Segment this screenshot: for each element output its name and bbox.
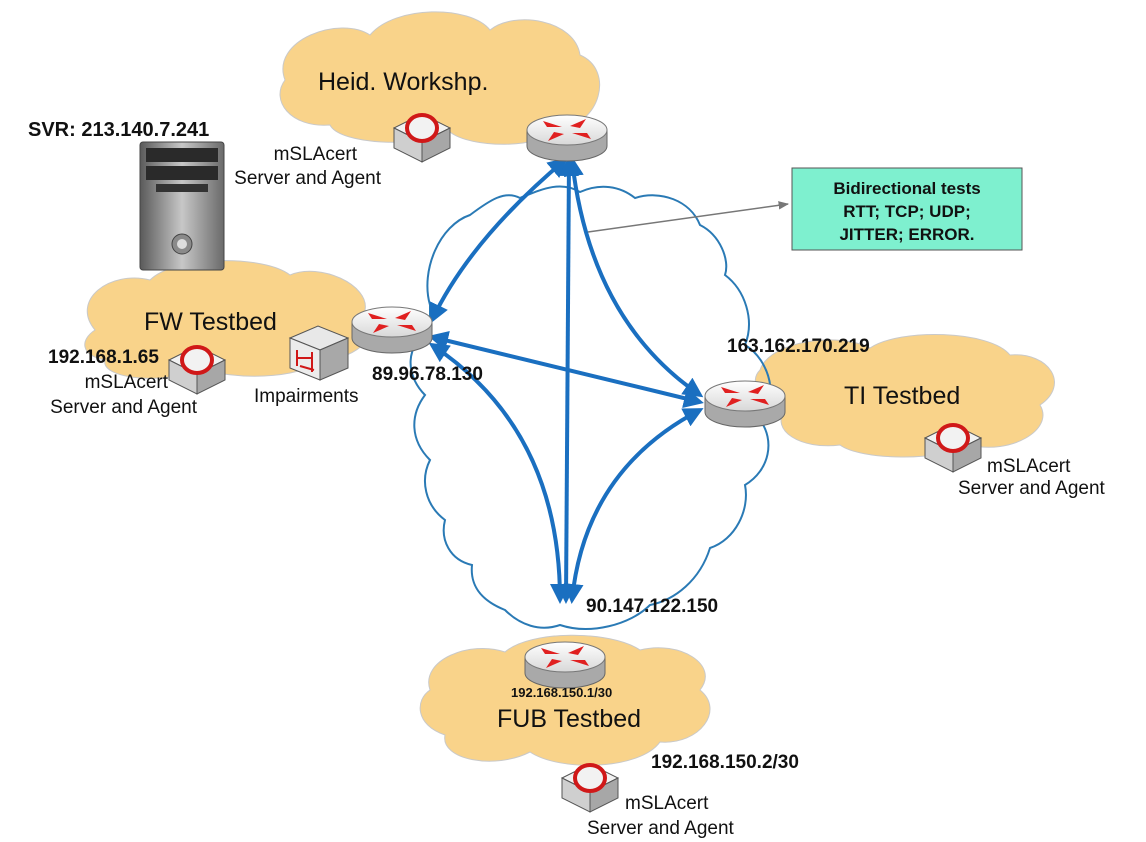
- fub-agent-line-2: Server and Agent: [587, 818, 735, 839]
- test-links: [428, 156, 704, 604]
- callout-line-2: RTT; TCP; UDP;: [843, 202, 970, 221]
- callout-line-3: JITTER; ERROR.: [839, 225, 974, 244]
- fub-router-ip: 90.147.122.150: [586, 596, 718, 617]
- cloud-ti-testbed: [754, 333, 1055, 458]
- server-label: SVR: 213.140.7.241: [28, 119, 209, 141]
- callout-line-1: Bidirectional tests: [833, 179, 980, 198]
- link-heid-fw: [429, 157, 569, 324]
- link-heid-fub: [556, 156, 579, 604]
- ti-agent-line-2: Server and Agent: [958, 478, 1106, 499]
- ti-title: TI Testbed: [844, 382, 960, 410]
- heidelberg-agent-line-1: mSLAcert: [274, 144, 358, 165]
- impairments-label: Impairments: [254, 386, 359, 407]
- link-fw-fub: [428, 342, 570, 604]
- fw-router-ip: 89.96.78.130: [372, 364, 483, 385]
- tests-callout: Bidirectional tests RTT; TCP; UDP; JITTE…: [791, 167, 1023, 251]
- fw-agent-line-1: mSLAcert: [85, 372, 169, 393]
- router-ti-icon: [704, 380, 786, 428]
- agent-fub-icon: [560, 762, 620, 814]
- callout-pointer: [587, 201, 790, 233]
- cloud-heidelberg: [279, 11, 601, 145]
- link-heid-ti: [563, 156, 704, 398]
- heidelberg-title: Heid. Workshp.: [318, 68, 488, 96]
- fw-title: FW Testbed: [144, 308, 277, 336]
- server-tower-icon: [139, 141, 225, 271]
- ti-agent-line-1: mSLAcert: [987, 456, 1071, 477]
- fub-router-lan-ip: 192.168.150.1/30: [511, 685, 612, 700]
- fw-agent-line-2: Server and Agent: [50, 397, 198, 418]
- fw-agent-ip: 192.168.1.65: [48, 347, 159, 368]
- fub-title: FUB Testbed: [497, 705, 641, 733]
- fub-agent-ip: 192.168.150.2/30: [651, 752, 799, 773]
- link-ti-fub: [563, 408, 704, 604]
- fub-agent-line-1: mSLAcert: [625, 793, 709, 814]
- cloud-fub-testbed: [419, 634, 711, 766]
- ti-router-ip: 163.162.170.219: [727, 336, 870, 357]
- heidelberg-agent-line-2: Server and Agent: [234, 168, 382, 189]
- router-fub-icon: [524, 641, 606, 689]
- router-heidelberg-icon: [526, 114, 608, 162]
- router-fw-icon: [351, 306, 433, 354]
- impairments-icon: [288, 325, 350, 381]
